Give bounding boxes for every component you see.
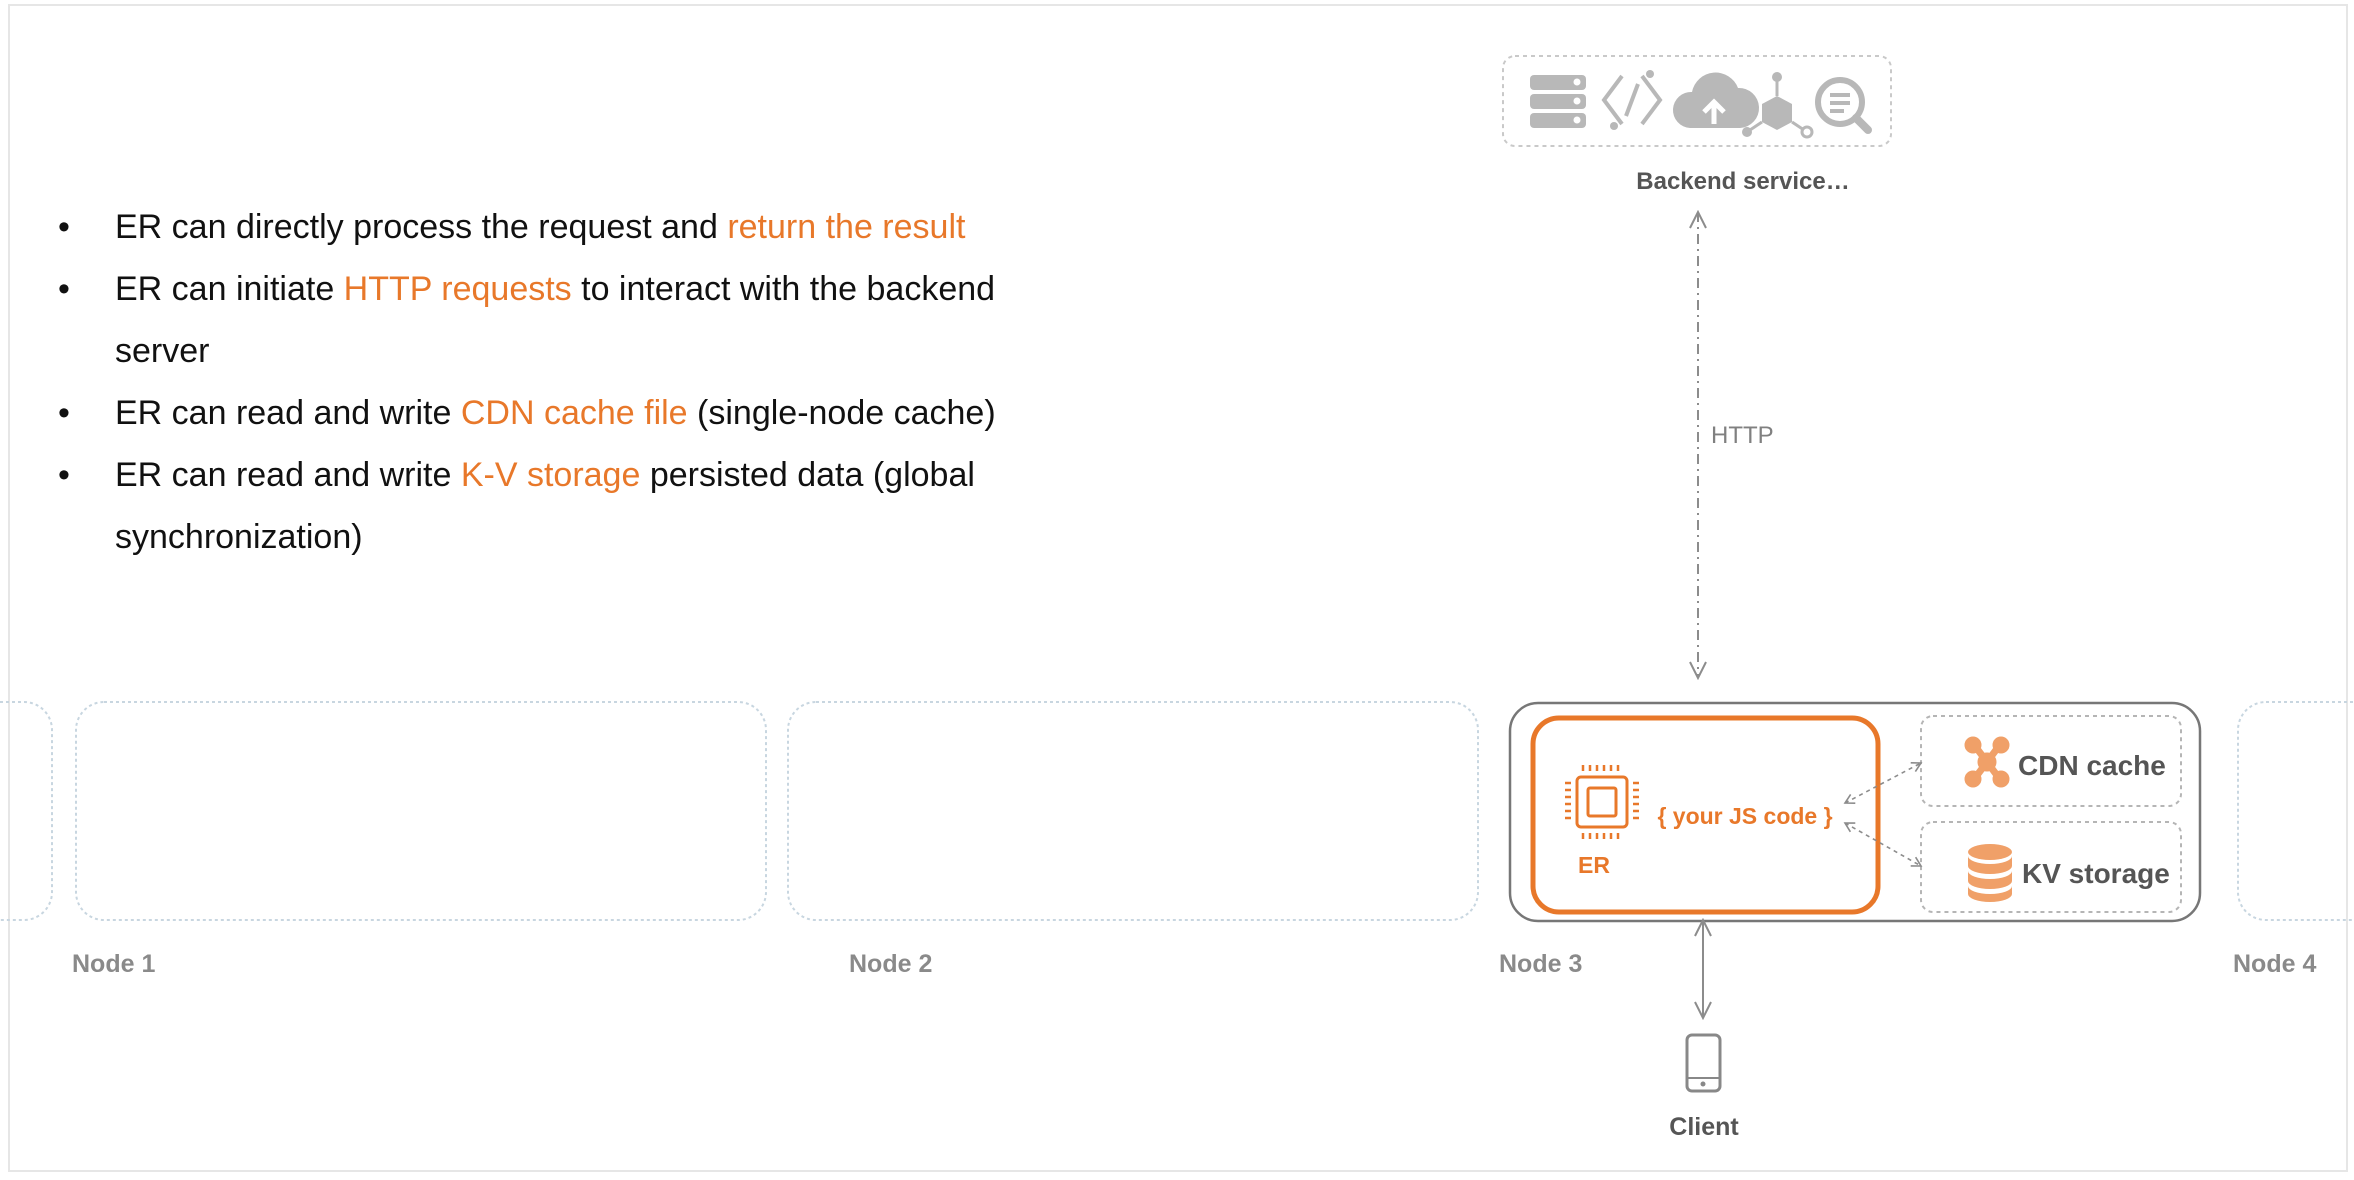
page-frame bbox=[8, 4, 2348, 1172]
mobile-phone-icon bbox=[1685, 1033, 1722, 1093]
node-2-label: Node 2 bbox=[849, 950, 932, 978]
cdn-cache-box bbox=[1920, 715, 2182, 807]
search-icon bbox=[1815, 77, 1872, 134]
server-icon bbox=[1530, 75, 1586, 128]
feature-item: ER can read and write CDN cache file (si… bbox=[58, 382, 1058, 444]
kv-storage-box bbox=[1920, 821, 2182, 913]
network-hub-icon bbox=[1964, 736, 2010, 788]
feature-item: ER can initiate HTTP requests to interac… bbox=[58, 258, 1058, 382]
backend-icons-box bbox=[1502, 55, 1892, 147]
node-3-box bbox=[1508, 701, 2202, 923]
feature-item: ER can directly process the request and … bbox=[58, 196, 1058, 258]
er-kv-connector bbox=[1843, 822, 1923, 867]
js-code-label: { your JS code } bbox=[1657, 803, 1832, 829]
node-2-box bbox=[787, 701, 1479, 921]
node-3-label: Node 3 bbox=[1499, 950, 1582, 978]
node-1-box bbox=[75, 701, 767, 921]
database-icon bbox=[1968, 844, 2012, 902]
kv-storage-label: KV storage bbox=[2022, 858, 2170, 889]
node-1-label: Node 1 bbox=[72, 950, 155, 978]
api-icon bbox=[1601, 70, 1663, 130]
feature-item: ER can read and write K-V storage persis… bbox=[58, 444, 1058, 568]
chip-icon bbox=[1565, 765, 1639, 839]
feature-list: ER can directly process the request and … bbox=[58, 196, 1058, 568]
cube-network-icon bbox=[1742, 72, 1814, 139]
cloud-upload-icon bbox=[1672, 72, 1760, 128]
er-box bbox=[1530, 715, 1881, 915]
er-label: ER bbox=[1578, 852, 1610, 878]
client-label: Client bbox=[1669, 1113, 1739, 1141]
node-4-box bbox=[2237, 701, 2354, 921]
cdn-cache-label: CDN cache bbox=[2018, 750, 2166, 781]
node-4-label: Node 4 bbox=[2233, 950, 2316, 978]
backend-service-label: Backend service… bbox=[1636, 168, 1849, 195]
http-label: HTTP bbox=[1711, 422, 1774, 449]
er-cdn-connector bbox=[1843, 761, 1923, 805]
node-0-box bbox=[0, 701, 53, 921]
